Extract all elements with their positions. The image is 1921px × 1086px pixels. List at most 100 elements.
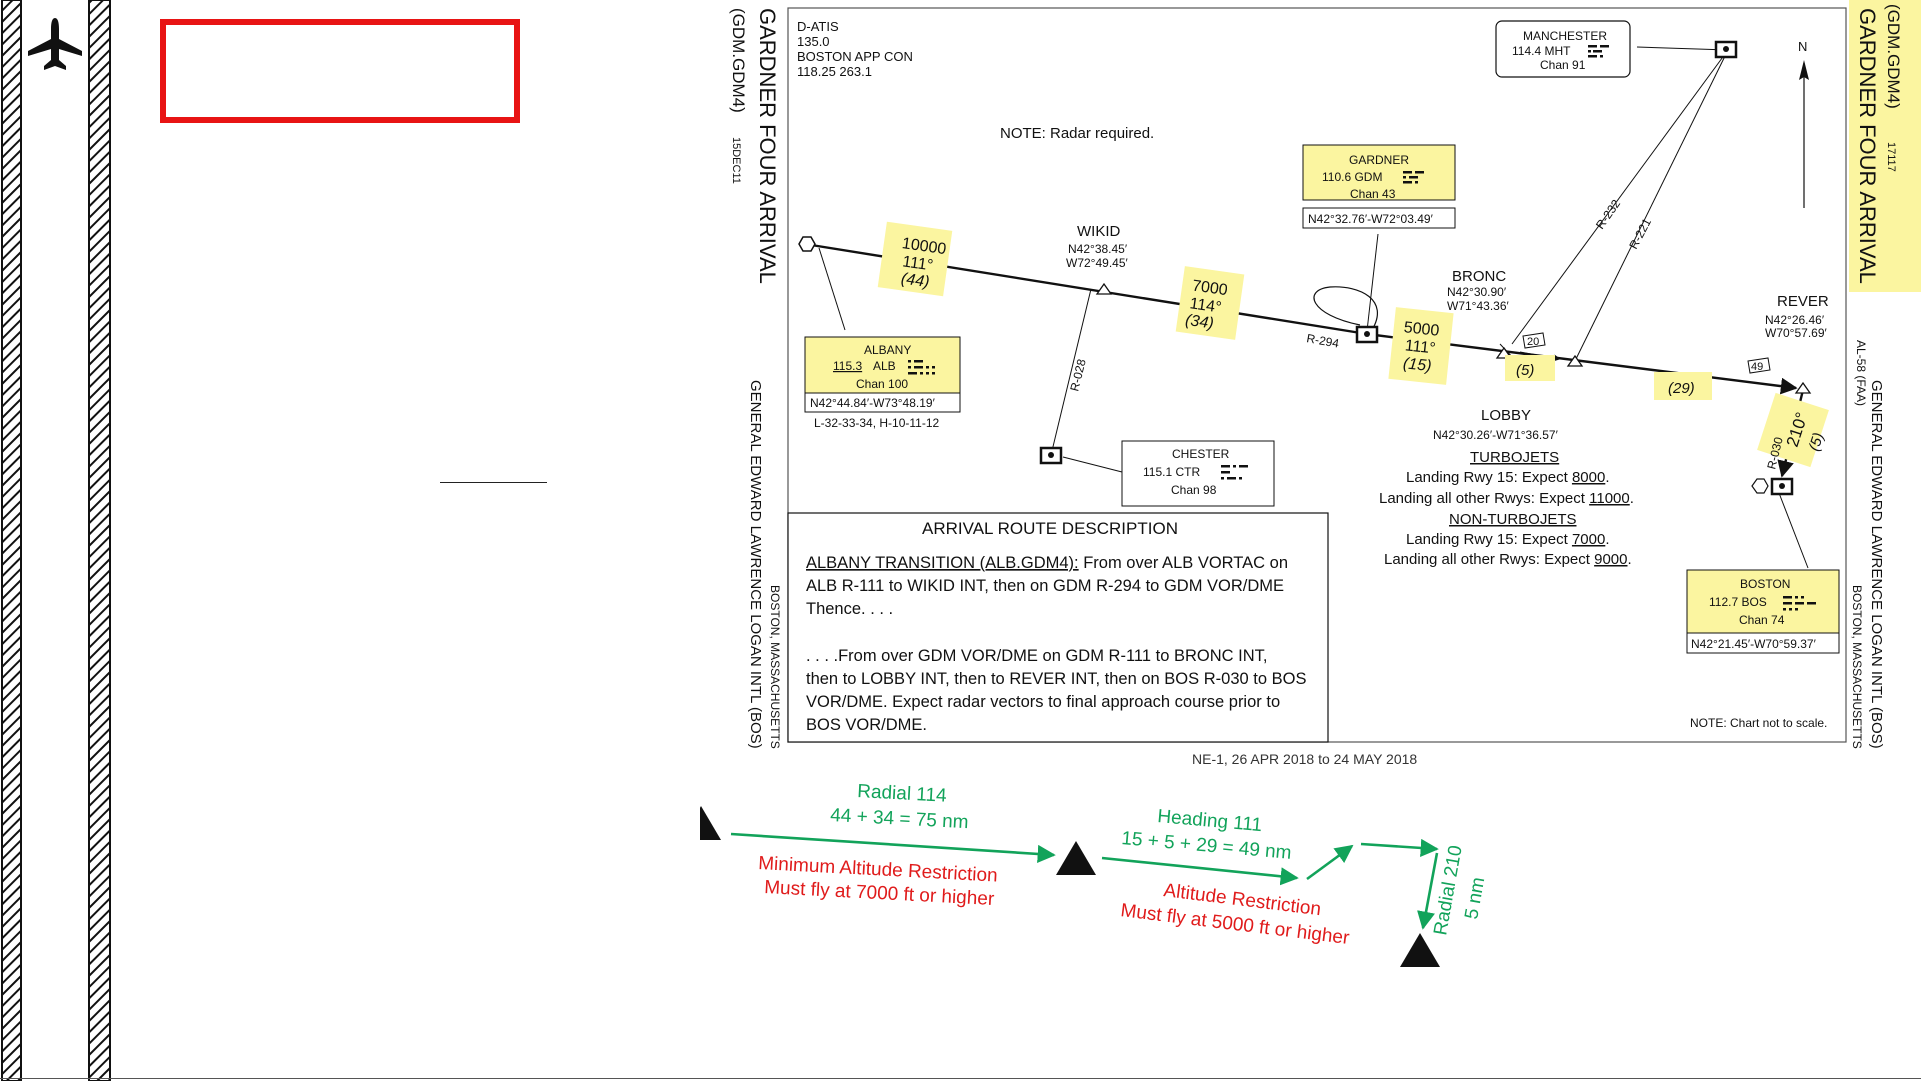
comms-line-1: D-ATIS	[797, 19, 839, 34]
leg-wikid-gdm-callout: 7000 114° (34)	[1175, 266, 1245, 340]
svg-text:N42°21.45′-W70°59.37′: N42°21.45′-W70°59.37′	[1691, 637, 1817, 651]
svg-text:TURBOJETS: TURBOJETS	[1470, 449, 1559, 466]
chester-vordme-icon	[1039, 446, 1063, 465]
radial-r294: R-294	[1305, 331, 1340, 351]
airport-name-right: GENERAL EDWARD LAWRENCE LOGAN INTL (BOS)	[1868, 380, 1885, 749]
morse-code-icon	[1783, 596, 1816, 611]
radial-r232: R-232	[1593, 197, 1623, 232]
bottom-rule	[0, 1078, 1921, 1079]
svg-text:110.6 GDM: 110.6 GDM	[1322, 170, 1382, 184]
hatched-border-left	[1, 0, 22, 1082]
radar-note: NOTE: Radar required.	[1000, 125, 1154, 142]
dme-49-box: 49	[1747, 357, 1771, 374]
underline-mark	[440, 482, 547, 483]
chart-code-right: (GDM.GDM4)	[1884, 4, 1903, 109]
svg-text:10000: 10000	[901, 235, 948, 258]
svg-text:Landing Rwy 15: Expect 8000.: Landing Rwy 15: Expect 8000.	[1406, 469, 1609, 486]
manchester-navaid-box: MANCHESTER 114.4 MHT Chan 91	[1495, 20, 1631, 78]
svg-text:114.4 MHT: 114.4 MHT	[1512, 44, 1571, 58]
svg-text:NON-TURBOJETS: NON-TURBOJETS	[1449, 511, 1577, 528]
morse-code-icon	[1588, 45, 1609, 58]
route-lines	[804, 46, 1809, 569]
svg-text:CHESTER: CHESTER	[1172, 447, 1230, 461]
svg-text:. . . .From over GDM VOR/DME o: . . . .From over GDM VOR/DME on GDM R-11…	[806, 647, 1267, 665]
comms-line-4: 118.25 263.1	[797, 64, 872, 79]
svg-text:(5): (5)	[1516, 362, 1534, 379]
svg-text:115.3: 115.3	[833, 359, 862, 373]
boston-navaid-box: BOSTON 112.7 BOS Chan 74 N42°21.45′-W70°…	[1686, 569, 1840, 654]
svg-text:Landing Rwy 15: Expect 7000.: Landing Rwy 15: Expect 7000.	[1406, 531, 1609, 548]
albany-vortac-icon	[798, 236, 816, 252]
left-strip	[0, 0, 116, 1082]
svg-text:5000: 5000	[1403, 319, 1440, 340]
svg-text:7000: 7000	[1191, 277, 1229, 299]
waypoint-triangle-3	[1056, 841, 1096, 875]
gardner-vordme-icon	[1355, 325, 1379, 344]
leg-rever-bos-callout: 210° (5)	[1757, 392, 1829, 468]
svg-text:ARRIVAL ROUTE DESCRIPTION: ARRIVAL ROUTE DESCRIPTION	[922, 519, 1178, 538]
rever-name: REVER	[1777, 293, 1829, 310]
airplane-icon	[28, 18, 82, 70]
svg-text:Chan 100: Chan 100	[856, 377, 908, 391]
gardner-navaid-box: GARDNER 110.6 GDM Chan 43 N42°32.76′-W72…	[1302, 144, 1456, 229]
heading-111-calc: 15 + 5 + 29 = 49 nm	[1121, 828, 1293, 864]
svg-text:BOSTON: BOSTON	[1740, 577, 1790, 591]
waypoint-triangle-2	[681, 806, 721, 840]
waypoint-triangle-4	[1400, 933, 1440, 967]
morse-code-icon	[1221, 465, 1248, 480]
chart-id-right: AL-58 (FAA)	[1854, 340, 1868, 406]
chart-title-left: GARDNER FOUR ARRIVAL	[755, 8, 780, 284]
wikid-lat: N42°38.45′	[1068, 242, 1128, 256]
dme-20-box: 20	[1522, 332, 1546, 349]
wikid-name: WIKID	[1077, 223, 1120, 240]
radial-114-title: Radial 114	[857, 781, 948, 807]
rever-fix-icon	[1794, 381, 1812, 394]
bronc-name: BRONC	[1452, 268, 1506, 285]
svg-text:ALB: ALB	[873, 359, 896, 373]
north-label: N	[1798, 39, 1807, 54]
svg-text:Landing all other Rwys: Expec: Landing all other Rwys: Expect 9000.	[1384, 551, 1632, 568]
svg-text:ALBANY TRANSITION (ALB.GDM4):: ALBANY TRANSITION (ALB.GDM4): From over …	[806, 554, 1288, 572]
comms-line-3: BOSTON APP CON	[797, 49, 913, 64]
svg-text:115.1 CTR: 115.1 CTR	[1143, 465, 1200, 479]
airport-name-left: GENERAL EDWARD LAWRENCE LOGAN INTL (BOS)	[747, 380, 764, 749]
svg-text:N42°32.76′-W72°03.49′: N42°32.76′-W72°03.49′	[1308, 212, 1434, 226]
radial-210-distance: 5 nm	[1461, 876, 1489, 921]
svg-text:Chan 43: Chan 43	[1350, 187, 1396, 201]
hatched-border-right	[88, 0, 111, 1082]
radial-r028: R-028	[1067, 357, 1089, 392]
svg-text:MANCHESTER: MANCHESTER	[1523, 29, 1607, 43]
title-highlight-right	[1849, 0, 1921, 292]
leg-bronc-lobby-callout: (5)	[1505, 355, 1555, 381]
boston-vordme-icon	[1751, 477, 1794, 496]
svg-text:(29): (29)	[1668, 380, 1695, 397]
chart-date-left: 15DEC11	[730, 137, 742, 184]
expected-altitudes: TURBOJETS Landing Rwy 15: Expect 8000. L…	[1379, 449, 1634, 568]
svg-text:Landing all other Rwys: Expec: Landing all other Rwys: Expect 11000.	[1379, 490, 1634, 507]
leg-alb-wikid-callout: 10000 111° (44)	[877, 221, 953, 297]
svg-text:N42°44.84′-W73°48.19′: N42°44.84′-W73°48.19′	[810, 396, 936, 410]
validity-dates: NE-1, 26 APR 2018 to 24 MAY 2018	[1192, 751, 1417, 767]
svg-text:112.7 BOS: 112.7 BOS	[1709, 595, 1767, 609]
arrival-chart-area: GARDNER FOUR ARRIVAL (GDM.GDM4) 15DEC11 …	[432, 0, 1921, 1081]
svg-text:Thence. . . .: Thence. . . .	[806, 600, 893, 618]
svg-text:Chan 91: Chan 91	[1540, 58, 1586, 72]
wikid-lon: W72°49.45′	[1066, 256, 1129, 270]
north-arrow-icon	[1799, 60, 1809, 208]
leg-gdm-bronc-callout: 5000 111° (15)	[1388, 307, 1454, 385]
svg-text:GARDNER: GARDNER	[1349, 153, 1409, 167]
svg-text:ALBANY: ALBANY	[864, 343, 911, 357]
chart-code-left: (GDM.GDM4)	[729, 8, 748, 113]
chart-title-right: GARDNER FOUR ARRIVAL	[1855, 8, 1880, 284]
svg-text:(34): (34)	[1184, 312, 1215, 333]
svg-text:49: 49	[1751, 361, 1763, 373]
comms-line-2: 135.0	[797, 34, 830, 49]
svg-text:(44): (44)	[900, 270, 931, 291]
svg-text:(15): (15)	[1402, 355, 1432, 375]
city-name-left: BOSTON, MASSACHUSETTS	[768, 585, 782, 749]
highlight-box	[160, 19, 520, 123]
morse-code-icon	[1403, 171, 1424, 184]
lobby-name: LOBBY	[1481, 407, 1531, 424]
svg-text:ALB R-111 to WIKID INT, then o: ALB R-111 to WIKID INT, then on GDM R-29…	[806, 577, 1284, 595]
bronc-lon: W71°43.36′	[1447, 299, 1510, 313]
